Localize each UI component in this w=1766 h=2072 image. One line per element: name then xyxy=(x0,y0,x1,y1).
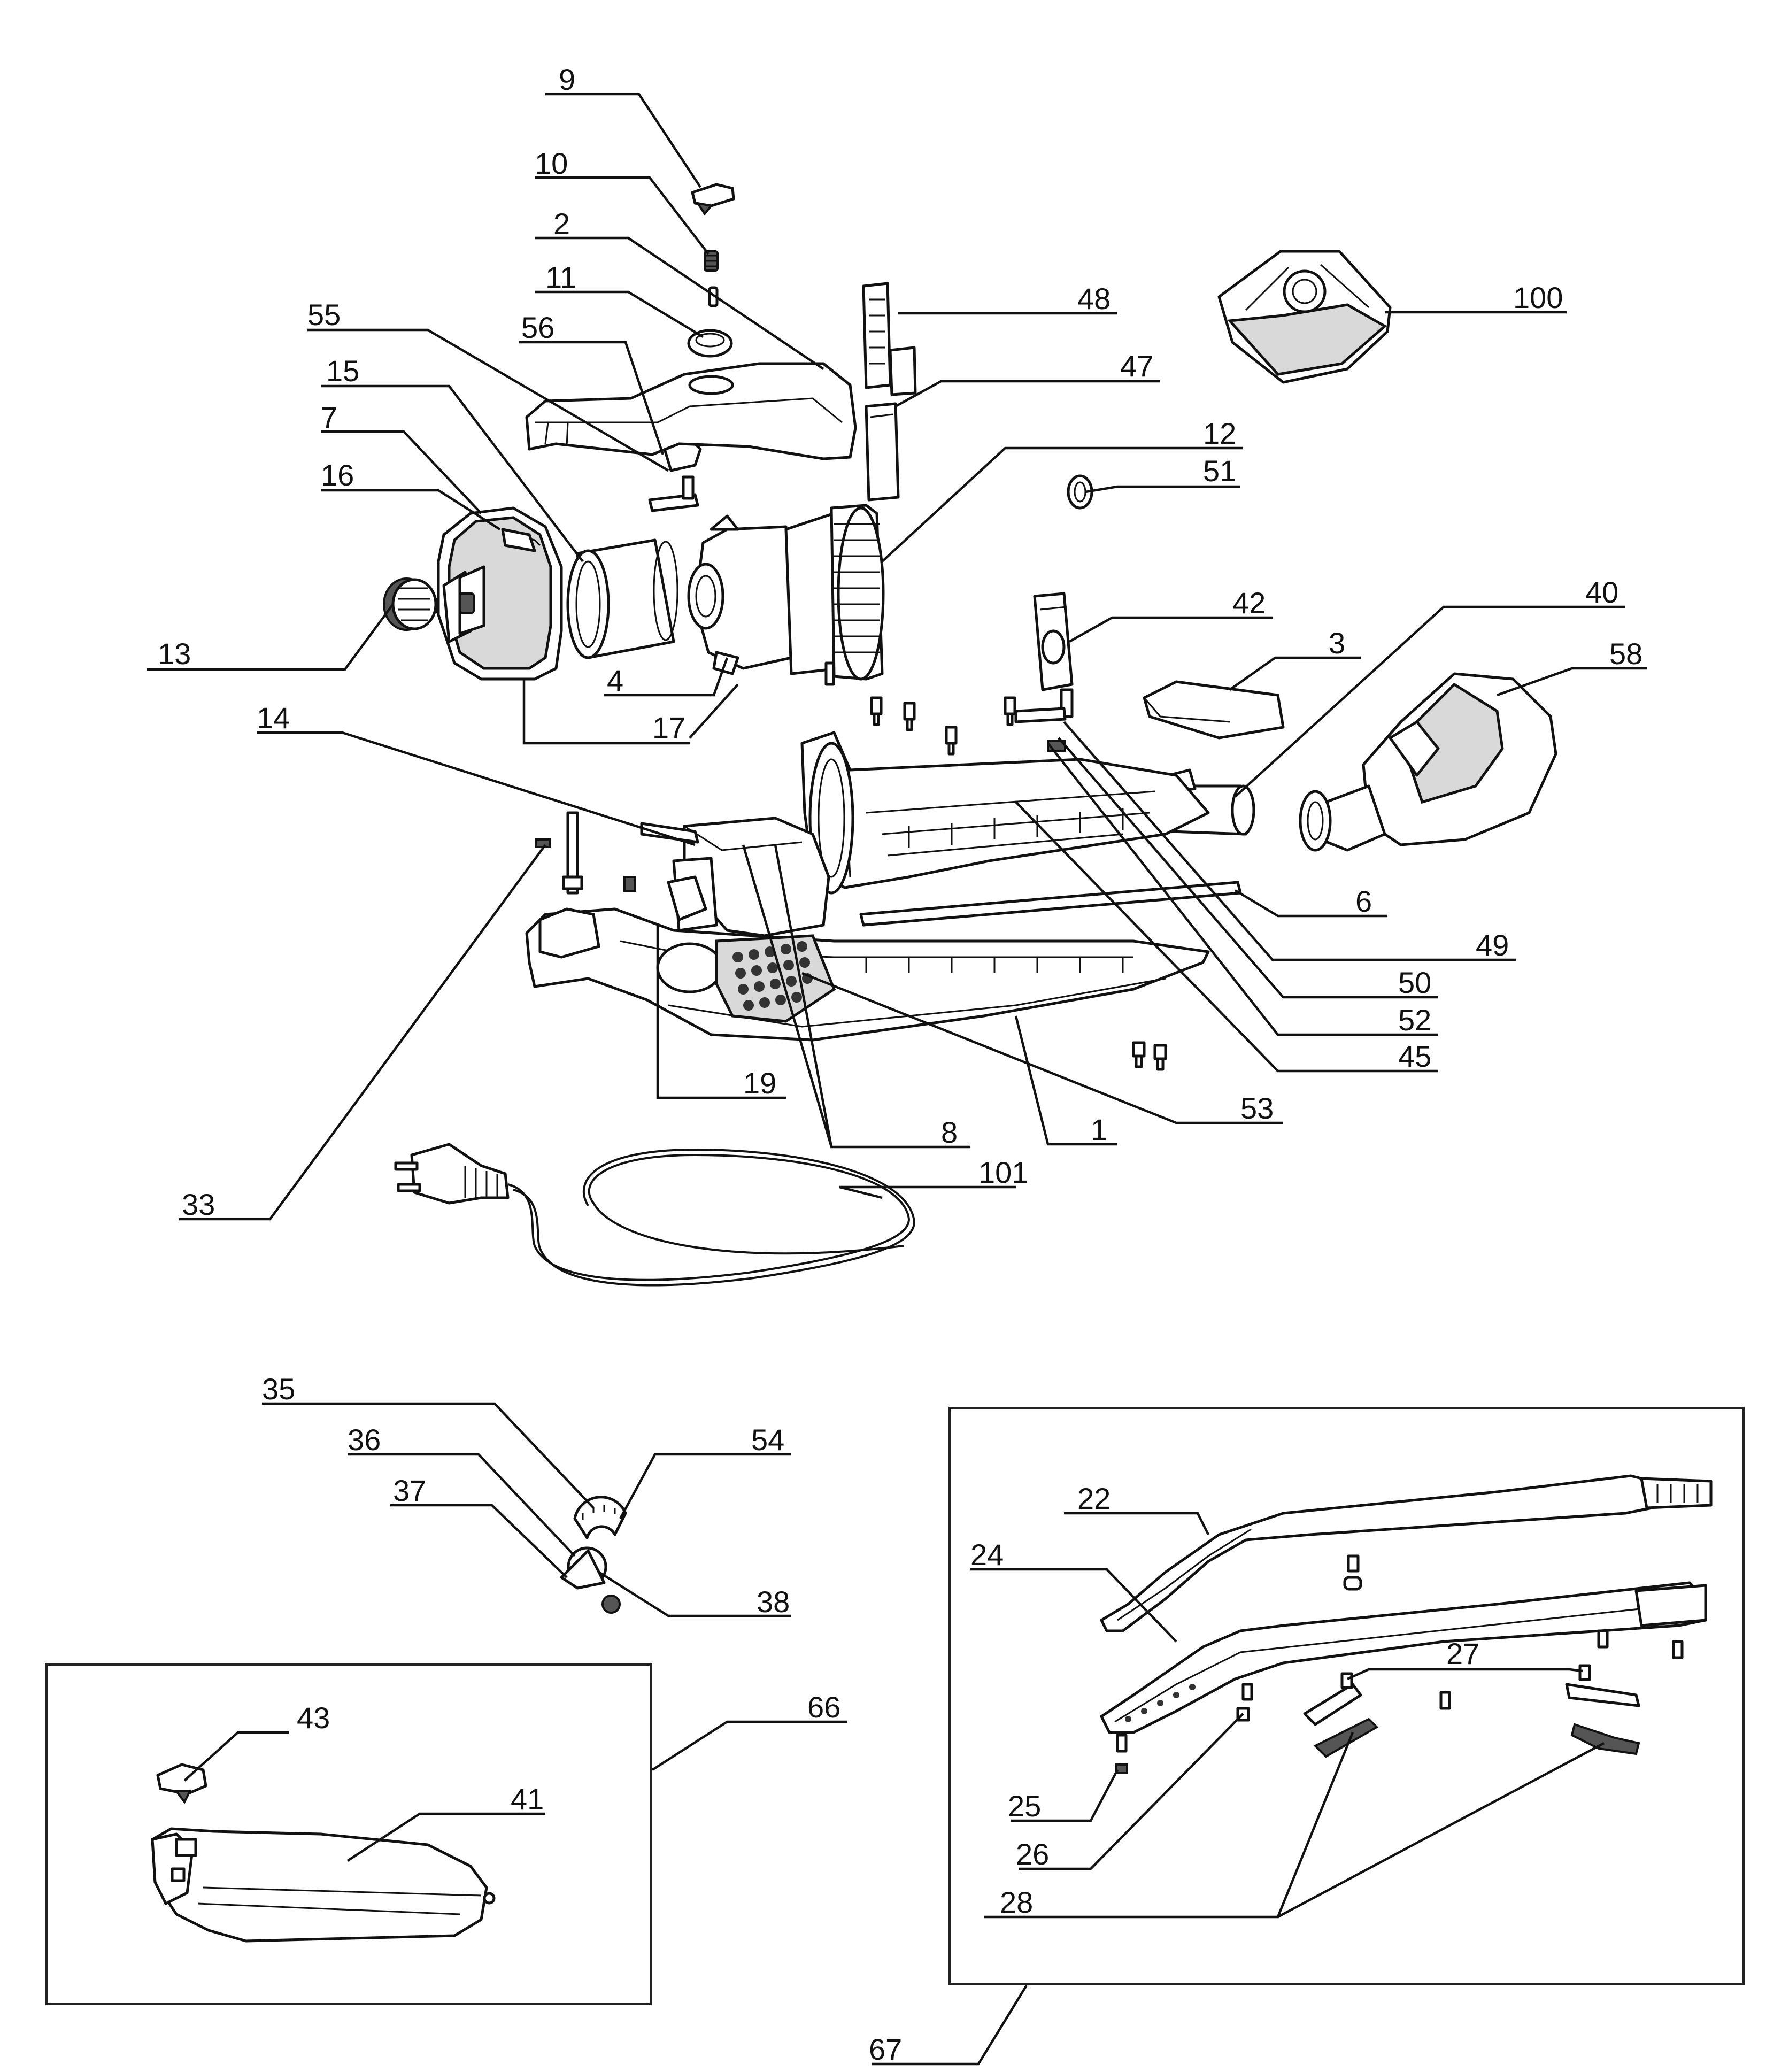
callout-37: 37 xyxy=(393,1474,426,1507)
kit-box-66 xyxy=(45,1663,652,2005)
callout-26: 26 xyxy=(1016,1837,1049,1871)
screws-lower xyxy=(1132,1041,1167,1071)
part-58-nozzle xyxy=(1299,672,1557,852)
part-27-feet xyxy=(1303,1664,1640,1726)
callout-8: 8 xyxy=(941,1115,958,1149)
callout-13: 13 xyxy=(158,637,191,671)
callout-3: 3 xyxy=(1329,626,1345,660)
callout-35: 35 xyxy=(262,1372,295,1406)
handle-holes xyxy=(1125,1684,1196,1722)
part-12-motor xyxy=(687,504,885,686)
callout-53: 53 xyxy=(1240,1091,1274,1125)
part-28-pads xyxy=(1313,1717,1640,1758)
callout-41: 41 xyxy=(511,1782,544,1816)
callout-100: 100 xyxy=(1513,281,1563,314)
callout-4: 4 xyxy=(607,664,623,697)
part-1-lower-housing xyxy=(525,907,1210,1042)
callout-labels: 9 10 2 11 55 56 15 7 16 48 47 100 12 51 … xyxy=(158,63,1642,2066)
callout-58: 58 xyxy=(1609,637,1642,671)
part-wheel-assembly xyxy=(560,1496,627,1614)
part-3-crevice-nozzle xyxy=(1143,680,1285,740)
callout-48: 48 xyxy=(1077,282,1111,315)
callout-66: 66 xyxy=(807,1690,840,1724)
part-11-slider xyxy=(687,329,733,358)
callout-1: 1 xyxy=(1091,1113,1107,1146)
part-16-cover xyxy=(437,506,563,681)
callout-51: 51 xyxy=(1203,454,1236,488)
part-42-valve xyxy=(1014,592,1074,752)
callout-38: 38 xyxy=(757,1585,790,1619)
callout-7: 7 xyxy=(321,400,337,434)
callout-43: 43 xyxy=(297,1701,330,1735)
callout-10: 10 xyxy=(535,147,568,180)
part-101-power-cord xyxy=(394,1143,916,1287)
part-33-screw xyxy=(535,811,583,895)
part-24-handle-bottom xyxy=(1100,1581,1707,1734)
part-41-dust-container xyxy=(151,1827,496,1943)
callout-33: 33 xyxy=(182,1188,215,1221)
callout-50: 50 xyxy=(1398,966,1431,999)
part-10-spring xyxy=(704,250,719,272)
callout-101: 101 xyxy=(978,1156,1028,1189)
callout-19: 19 xyxy=(743,1066,776,1100)
callout-14: 14 xyxy=(257,701,290,735)
part-48-filter-grid xyxy=(862,282,917,396)
vent-holes xyxy=(732,941,813,1011)
part-15-filter xyxy=(566,538,678,659)
part-22-handle-top xyxy=(1100,1474,1713,1632)
part-47-plate xyxy=(865,402,900,502)
callout-25: 25 xyxy=(1008,1789,1041,1823)
part-9-button xyxy=(691,183,735,216)
callout-22: 22 xyxy=(1077,1482,1111,1515)
callout-49: 49 xyxy=(1476,928,1509,962)
part-6-rod xyxy=(859,881,1242,927)
part-100-brush-head xyxy=(1217,250,1392,384)
callout-36: 36 xyxy=(348,1423,381,1457)
callout-42: 42 xyxy=(1232,586,1266,620)
callout-9: 9 xyxy=(559,63,575,96)
callout-52: 52 xyxy=(1398,1003,1431,1037)
callout-55: 55 xyxy=(307,298,341,332)
callout-45: 45 xyxy=(1398,1039,1431,1073)
callout-56: 56 xyxy=(521,311,554,344)
callout-2: 2 xyxy=(553,207,570,241)
callout-11: 11 xyxy=(545,260,576,294)
callout-27: 27 xyxy=(1446,1637,1479,1670)
part-13-knob xyxy=(383,577,448,631)
kit-box-67 xyxy=(948,1407,1745,1985)
callout-24: 24 xyxy=(970,1538,1004,1572)
part-19-switch xyxy=(623,875,707,921)
callout-6: 6 xyxy=(1355,884,1372,918)
callout-54: 54 xyxy=(751,1423,784,1457)
callout-28: 28 xyxy=(1000,1885,1033,1919)
callout-47: 47 xyxy=(1120,349,1153,383)
part-56-latch xyxy=(648,437,702,512)
callout-17: 17 xyxy=(652,711,685,744)
leader-lines xyxy=(147,93,1647,2066)
callout-15: 15 xyxy=(326,354,359,388)
screws-upper xyxy=(870,696,1016,756)
part-43-clip xyxy=(156,1763,207,1804)
callout-12: 12 xyxy=(1203,417,1236,450)
part-51-clip xyxy=(1067,474,1093,510)
callout-40: 40 xyxy=(1585,575,1618,609)
part-upper-housing xyxy=(525,362,857,460)
callout-16: 16 xyxy=(321,458,354,492)
callout-67: 67 xyxy=(869,2032,902,2066)
